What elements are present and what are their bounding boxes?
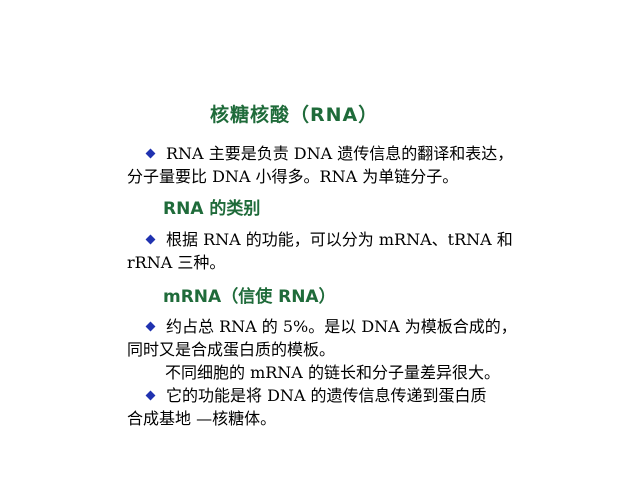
text: RNA 主要是负责 DNA 遗传信息的翻译和表达， [166,144,514,163]
text: 根据 RNA 的功能，可以分为 mRNA、tRNA 和 [166,230,513,249]
paragraph-line: RNA 主要是负责 DNA 遗传信息的翻译和表达， [127,142,567,165]
paragraph-line: 不同细胞的 mRNA 的链长和分子量差异很大。 [165,363,500,382]
diamond-bullet-icon [145,390,156,401]
diamond-bullet-icon [145,234,156,245]
diamond-bullet-icon [145,148,156,159]
subheading-rna-types: RNA 的类别 [163,199,261,219]
paragraph-line: 合成基地 —核糖体。 [127,409,277,428]
paragraph-mrna: 约占总 RNA 的 5%。是以 DNA 为模板合成的， 同时又是合成蛋白质的模板… [127,315,567,430]
paragraph-line: 分子量要比 DNA 小得多。RNA 为单链分子。 [127,167,459,186]
paragraph-line: 同时又是合成蛋白质的模板。 [127,340,336,359]
paragraph-rna-overview: RNA 主要是负责 DNA 遗传信息的翻译和表达， 分子量要比 DNA 小得多。… [127,142,567,188]
text: 它的功能是将 DNA 的遗传信息传递到蛋白质 [166,386,487,405]
paragraph-line: 根据 RNA 的功能，可以分为 mRNA、tRNA 和 [127,228,567,251]
text: 约占总 RNA 的 5%。是以 DNA 为模板合成的， [166,317,517,336]
paragraph-line: 约占总 RNA 的 5%。是以 DNA 为模板合成的， [127,315,567,338]
paragraph-rna-types: 根据 RNA 的功能，可以分为 mRNA、tRNA 和 rRNA 三种。 [127,228,567,274]
slide-title: 核糖核酸（RNA） [210,104,379,126]
diamond-bullet-icon [145,321,156,332]
paragraph-line: 它的功能是将 DNA 的遗传信息传递到蛋白质 [127,384,567,407]
paragraph-line: rRNA 三种。 [127,253,226,272]
subheading-mrna: mRNA（信使 RNA） [163,287,336,307]
